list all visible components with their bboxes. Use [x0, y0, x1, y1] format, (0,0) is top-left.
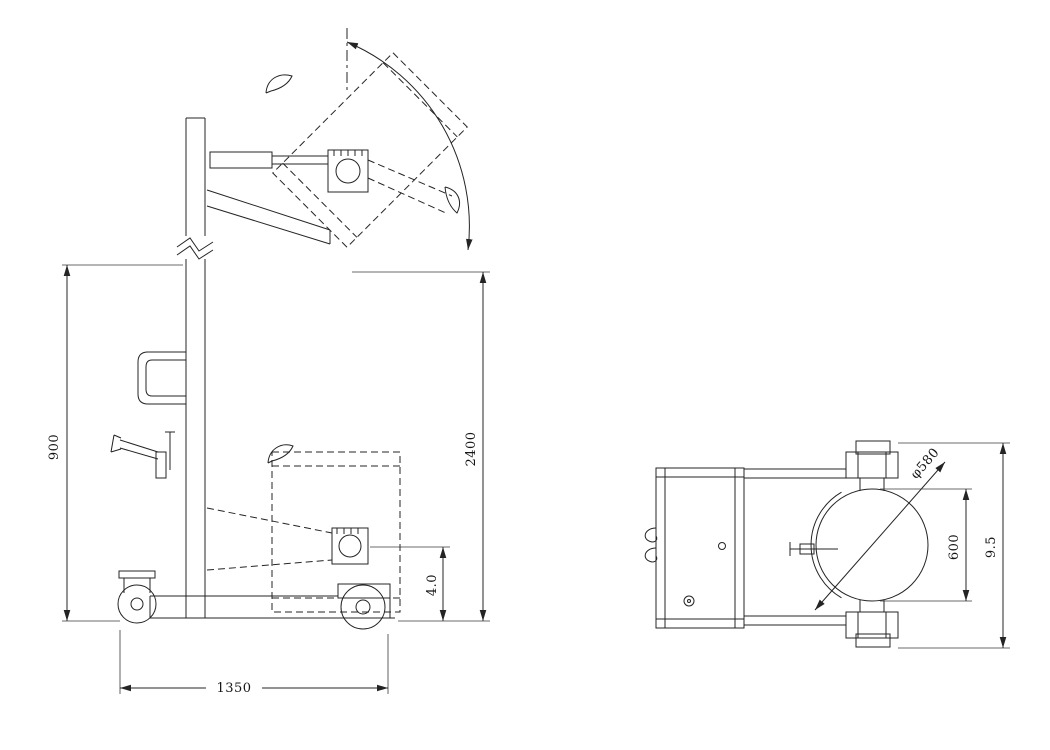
break-symbol-icon	[176, 236, 214, 260]
mast	[185, 117, 206, 618]
dimension-label-1350: 1350	[216, 681, 251, 696]
clamp-block-top	[845, 440, 899, 479]
dimension-label-600: 600	[947, 534, 962, 560]
clamp-lever	[789, 542, 838, 556]
rim-hook-lower-icon	[267, 444, 294, 464]
dimension-overall-width: 9.5	[898, 442, 1010, 649]
chassis-body	[655, 467, 745, 629]
plan-view: φ580 600 9.5	[644, 440, 1010, 649]
dimension-label-4-0: 4.0	[425, 574, 440, 596]
carriage-lowered	[206, 507, 369, 571]
dimension-clamp-width: 600	[880, 488, 972, 602]
side-view: 900 2400 4.0 1350	[47, 28, 490, 696]
dimension-side-height-right: 2400	[352, 271, 490, 622]
foot-pedal	[110, 431, 175, 479]
dimension-label-phi580: φ580	[908, 445, 943, 482]
side-rails	[744, 468, 846, 626]
rotation-arc	[346, 28, 473, 251]
drum-tilted-phantom	[272, 52, 468, 248]
rear-wheel	[337, 583, 391, 630]
drum-top-view	[810, 478, 929, 612]
dimension-side-height-left: 900	[47, 264, 183, 622]
rim-hook-side-icon	[444, 186, 460, 214]
dimension-side-drum-height: 4.0	[370, 546, 450, 621]
clamp-block-bottom	[845, 611, 899, 648]
carriage-raised	[206, 149, 369, 245]
base-frame	[149, 595, 395, 619]
dimension-label-2400: 2400	[464, 431, 479, 466]
dimension-label-9-5: 9.5	[984, 536, 999, 558]
rim-hook-top-icon	[265, 74, 293, 94]
handle	[137, 351, 186, 405]
dimension-label-900: 900	[47, 434, 62, 460]
tilt-arm-phantom	[367, 159, 453, 215]
dimension-side-base-length: 1350	[119, 630, 389, 696]
drum-lowered-phantom	[271, 451, 401, 613]
front-caster-wheel	[117, 570, 157, 624]
handle-hooks	[644, 527, 658, 563]
